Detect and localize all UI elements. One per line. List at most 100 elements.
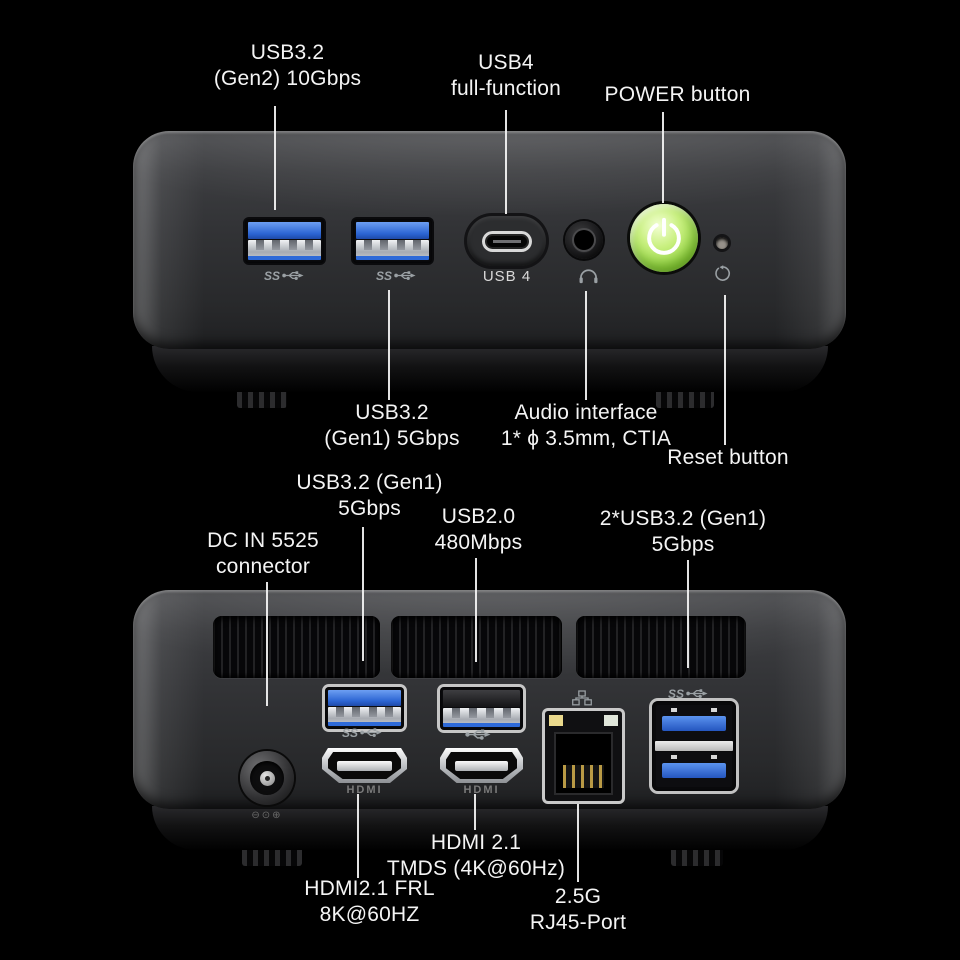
ss-label: SS	[667, 686, 684, 701]
ss-label: SS	[341, 725, 358, 740]
label-usb32-gen1-front-line1: USB3.2	[355, 401, 429, 424]
hdmi-port-2-label: HDMI	[463, 784, 500, 796]
superspeed-usb-icon: SS	[334, 725, 390, 740]
status-led	[716, 237, 728, 249]
rj45-pins	[562, 764, 605, 789]
leader-usb32-dual	[687, 560, 689, 668]
label-dc-in: DC IN 5525 connector	[168, 528, 358, 580]
label-usb32-gen1-rear-line2: 5Gbps	[338, 497, 401, 520]
leader-power	[662, 112, 664, 203]
label-usb32-dual-line2: 5Gbps	[651, 533, 715, 556]
label-dc-in-line2: connector	[215, 555, 311, 578]
label-usb32-gen1-rear: USB3.2 (Gen1) 5Gbps	[262, 470, 477, 522]
dc-jack-pin	[259, 770, 275, 786]
usb-stack-divider	[655, 741, 733, 751]
label-power-button: POWER button	[580, 82, 775, 108]
dc-jack-recess	[250, 761, 284, 795]
rj45-led-right	[604, 715, 618, 726]
label-usb20-line2: 480Mbps	[434, 531, 523, 554]
label-audio-interface: Audio interface 1* ϕ 3.5mm, CTIA	[472, 400, 700, 452]
usb-trident-icon	[394, 271, 416, 280]
label-usb32-dual: 2*USB3.2 (Gen1) 5Gbps	[575, 506, 791, 558]
leader-hdmi-tmds	[474, 794, 476, 830]
usb-c-slot	[481, 230, 532, 252]
superspeed-usb-icon: SS	[368, 268, 424, 283]
label-usb4-line2: full-function	[451, 77, 561, 100]
label-usb32-dual-line1: 2*USB3.2 (Gen1)	[599, 507, 767, 530]
leader-usb32-gen1-front	[388, 290, 390, 400]
label-usb20-line1: USB2.0	[441, 505, 516, 528]
label-usb32-gen2: USB3.2 (Gen2) 10Gbps	[180, 40, 395, 92]
ss-label: SS	[375, 268, 392, 283]
usb-a-port-2	[353, 219, 432, 263]
label-audio-interface-line1: Audio interface	[514, 401, 658, 424]
audio-jack	[565, 221, 603, 259]
headphones-icon	[577, 267, 599, 284]
dc-polarity-icon: ⊖⊙⊕	[251, 810, 283, 821]
usb-trident-icon	[464, 727, 492, 741]
label-usb4: USB4 full-function	[400, 50, 612, 102]
label-reset-button: Reset button	[640, 445, 816, 471]
rear-device-base	[152, 806, 828, 850]
leader-hdmi-frl	[357, 794, 359, 878]
ethernet-icon	[571, 689, 593, 706]
label-rj45-line2: RJ45-Port	[529, 911, 627, 934]
power-button[interactable]	[630, 204, 698, 272]
usb-trident-icon	[282, 271, 304, 280]
label-usb32-gen2-line2: (Gen2) 10Gbps	[213, 67, 362, 90]
audio-jack-hole	[574, 230, 594, 250]
label-rj45: 2.5G RJ45-Port	[470, 884, 686, 936]
leader-usb32-gen2	[274, 106, 276, 210]
usb3-stacked-top	[656, 705, 732, 740]
usb-trident-icon	[686, 689, 708, 698]
front-device-base	[152, 346, 828, 392]
usb-a-port-1	[245, 219, 324, 263]
superspeed-usb-icon: SS	[256, 268, 312, 283]
label-hdmi-tmds-line2: TMDS (4K@60Hz)	[386, 857, 566, 880]
ss-label: SS	[263, 268, 280, 283]
power-icon	[647, 217, 681, 255]
usb-tongue	[443, 690, 520, 707]
leader-audio	[585, 291, 587, 400]
usb-tongue	[356, 222, 429, 240]
vent-grille-3	[576, 616, 746, 678]
leader-usb4	[505, 110, 507, 214]
leader-usb32-gen1-rear	[362, 527, 364, 661]
label-hdmi-tmds: HDMI 2.1 TMDS (4K@60Hz)	[368, 830, 584, 882]
vent-grille-1	[213, 616, 380, 678]
usb4-type-c-port	[467, 216, 546, 266]
label-usb32-gen1-front: USB3.2 (Gen1) 5Gbps	[285, 400, 499, 452]
rj45-port	[545, 711, 622, 801]
usb-contacts	[328, 707, 401, 726]
leader-reset	[724, 295, 726, 445]
usb-trident-icon	[360, 728, 382, 737]
label-hdmi-frl-line2: 8K@60HZ	[319, 903, 420, 926]
label-dc-in-line1: DC IN 5525	[207, 529, 319, 552]
label-usb4-line1: USB4	[478, 51, 534, 74]
reset-icon	[713, 264, 731, 282]
rj45-led-left	[549, 715, 563, 726]
dc-in-jack	[240, 751, 294, 805]
label-reset-button-line1: Reset button	[667, 446, 789, 469]
label-usb32-gen1-rear-line1: USB3.2 (Gen1)	[296, 471, 443, 494]
label-hdmi-tmds-line1: HDMI 2.1	[430, 831, 522, 854]
leader-usb20	[475, 558, 477, 662]
label-hdmi-frl: HDMI2.1 FRL 8K@60HZ	[262, 876, 477, 928]
hdmi-port-2	[440, 748, 523, 783]
label-usb32-gen2-line1: USB3.2	[250, 41, 325, 64]
hdmi-port-1-label: HDMI	[346, 784, 383, 796]
label-usb20: USB2.0 480Mbps	[371, 504, 586, 556]
usb-tongue	[248, 222, 321, 240]
superspeed-usb-icon: SS	[660, 686, 716, 701]
usb-contacts	[356, 240, 429, 260]
usb2-port-rear	[440, 687, 523, 730]
usb-contacts	[443, 707, 520, 727]
label-audio-interface-line2: 1* ϕ 3.5mm, CTIA	[500, 427, 672, 450]
label-usb32-gen1-front-line2: (Gen1) 5Gbps	[324, 427, 460, 450]
leader-dc-in	[266, 582, 268, 706]
label-power-button-line1: POWER button	[604, 83, 751, 106]
usb-tongue	[328, 690, 401, 707]
hdmi-port-1	[322, 748, 407, 783]
usb3-stacked-bottom	[656, 752, 732, 787]
